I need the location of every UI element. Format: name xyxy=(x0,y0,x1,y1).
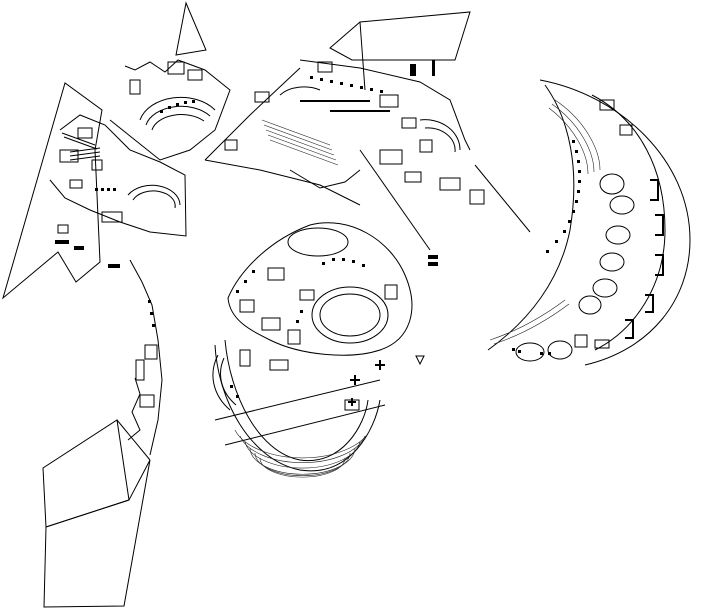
glyph-crescent-outline xyxy=(487,79,691,366)
glyph-ring-columns xyxy=(230,255,438,398)
glyph-m-columns xyxy=(55,100,195,327)
glyph-ring-rooms xyxy=(212,227,398,478)
glyph-m-rooms xyxy=(57,61,216,408)
glyph-ring-outline xyxy=(214,222,413,472)
glyph-crescent-columns xyxy=(512,140,581,355)
glyph-crescent-rooms xyxy=(489,99,664,362)
glyph-arrow-outline xyxy=(204,11,531,251)
glyph-arrow-columns xyxy=(300,60,435,112)
glyph-m-outline xyxy=(2,1,231,608)
glyph-arrow-rooms xyxy=(224,61,485,205)
